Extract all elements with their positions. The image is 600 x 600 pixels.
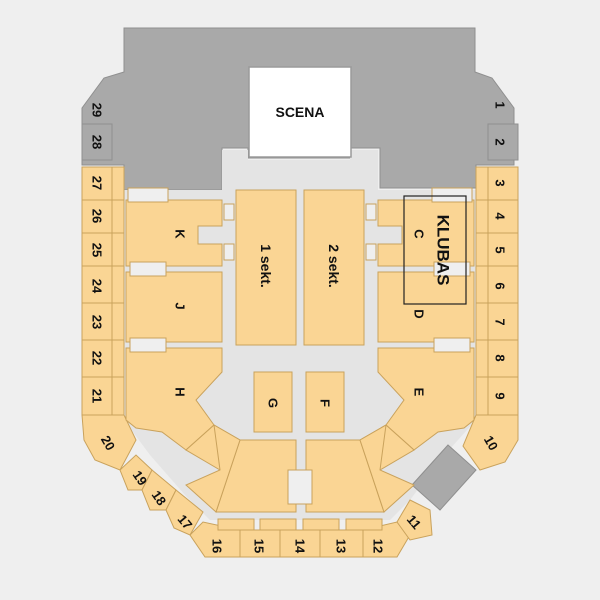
label-section-d: D: [412, 309, 427, 318]
floor-section-1[interactable]: [235, 189, 297, 346]
label-10: 10: [481, 433, 501, 453]
label-floor-2: 2 sekt.: [326, 244, 342, 288]
floor-rear-far-right[interactable]: [359, 424, 415, 513]
section-26-ext[interactable]: [111, 199, 125, 234]
label-14: 14: [293, 539, 308, 554]
label-7: 7: [493, 318, 508, 325]
floor-section-2[interactable]: [303, 189, 365, 346]
accessible-icon: [223, 203, 235, 221]
aisle-de: [433, 337, 471, 353]
section-14-row-a[interactable]: [302, 518, 340, 531]
section-d[interactable]: [377, 271, 475, 343]
floor-sections: [185, 189, 415, 513]
label-15: 15: [252, 539, 267, 553]
section-22-ext[interactable]: [111, 339, 125, 378]
label-2: 2: [493, 138, 508, 145]
label-1: 1: [493, 101, 508, 108]
section-e[interactable]: [377, 347, 475, 451]
section-3-ext[interactable]: [475, 166, 489, 201]
accessible-icon: [365, 203, 377, 221]
floor-section-g[interactable]: [253, 371, 293, 433]
label-5: 5: [493, 246, 508, 253]
accessibility-markers: [223, 203, 377, 261]
label-12: 12: [371, 539, 386, 553]
label-27: 27: [90, 176, 105, 190]
section-17[interactable]: [165, 489, 204, 536]
label-section-j: J: [173, 302, 188, 309]
label-6: 6: [493, 282, 508, 289]
aisle-c-top: [431, 187, 473, 203]
section-27-ext[interactable]: [111, 166, 125, 201]
section-15-row-a[interactable]: [259, 518, 297, 531]
section-c[interactable]: [377, 199, 475, 267]
section-2[interactable]: [487, 123, 519, 161]
label-3: 3: [493, 179, 508, 186]
section-12[interactable]: [362, 521, 411, 558]
section-9-ext[interactable]: [475, 376, 489, 416]
rear-aisle: [287, 469, 313, 505]
aisle-jh: [129, 337, 167, 353]
section-8-ext[interactable]: [475, 339, 489, 378]
lower-left-sections: [125, 187, 241, 471]
label-section-c: C: [412, 229, 427, 239]
floor-section-f[interactable]: [305, 371, 345, 433]
corner-unavailable-block[interactable]: [411, 444, 477, 511]
label-25: 25: [90, 243, 105, 257]
label-26: 26: [90, 209, 105, 223]
label-section-e: E: [412, 388, 427, 397]
section-28[interactable]: [81, 123, 113, 161]
label-29: 29: [90, 103, 105, 117]
aisle-cd: [433, 261, 471, 277]
section-13[interactable]: [319, 529, 364, 558]
section-15[interactable]: [239, 529, 281, 558]
stage-label: SCENA: [275, 104, 324, 120]
label-floor-1: 1 sekt.: [258, 244, 274, 288]
left-side-sections: [81, 166, 241, 558]
stage: [248, 66, 352, 158]
lower-right-sections: [359, 187, 475, 471]
label-19: 19: [130, 468, 151, 488]
accessible-icon: [365, 243, 377, 261]
label-4: 4: [493, 212, 508, 220]
accessible-icon: [223, 243, 235, 261]
right-side-sections: [396, 166, 519, 541]
label-floor-f: F: [318, 399, 333, 407]
label-13: 13: [334, 539, 349, 553]
section-21-ext[interactable]: [111, 376, 125, 416]
label-24: 24: [90, 279, 105, 294]
label-section-h: H: [173, 387, 188, 396]
floor-rear-far-left[interactable]: [185, 424, 241, 513]
label-22: 22: [90, 351, 105, 365]
aisle-k-top: [127, 187, 169, 203]
label-20: 20: [98, 433, 118, 453]
section-14[interactable]: [279, 529, 321, 558]
section-25-ext[interactable]: [111, 232, 125, 267]
label-23: 23: [90, 315, 105, 329]
label-floor-g: G: [266, 398, 281, 408]
klubas-box: [403, 195, 467, 305]
bottom-sections: [217, 518, 411, 558]
section-13-row-a[interactable]: [345, 518, 383, 531]
label-8: 8: [493, 354, 508, 361]
section-16-row-a[interactable]: [217, 518, 255, 531]
section-7-ext[interactable]: [475, 302, 489, 341]
label-16: 16: [210, 539, 225, 553]
section-10[interactable]: [462, 414, 519, 471]
section-6-ext[interactable]: [475, 265, 489, 304]
label-28: 28: [90, 135, 105, 149]
label-21: 21: [90, 389, 105, 403]
section-11[interactable]: [396, 499, 433, 541]
aisle-kj: [129, 261, 167, 277]
label-klubas: KLUBAS: [434, 215, 453, 286]
section-23-ext[interactable]: [111, 302, 125, 341]
section-j[interactable]: [125, 271, 223, 343]
label-18: 18: [149, 488, 170, 508]
section-5-ext[interactable]: [475, 232, 489, 267]
section-4-ext[interactable]: [475, 199, 489, 234]
label-9: 9: [493, 392, 508, 399]
section-24-ext[interactable]: [111, 265, 125, 304]
label-section-k: K: [173, 229, 188, 239]
